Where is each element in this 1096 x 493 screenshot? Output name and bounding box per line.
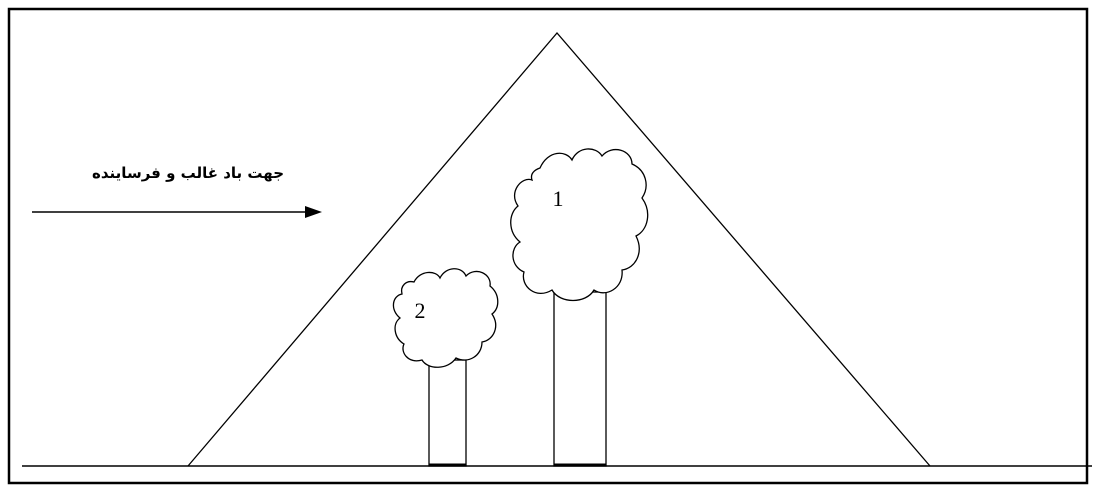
wind-direction-label: جهت باد غالب و فرساینده: [92, 164, 284, 182]
tree-1-crown: [511, 149, 648, 301]
tree-2-crown: [393, 269, 497, 368]
wind-arrow-icon: [32, 206, 322, 218]
tree-2: 2: [393, 269, 497, 466]
tree-1-trunk: [554, 292, 606, 466]
tree-1-number: 1: [553, 186, 564, 211]
tree-1: 1: [511, 149, 648, 466]
tree-2-number: 2: [415, 298, 426, 323]
tree-2-trunk: [429, 360, 466, 466]
